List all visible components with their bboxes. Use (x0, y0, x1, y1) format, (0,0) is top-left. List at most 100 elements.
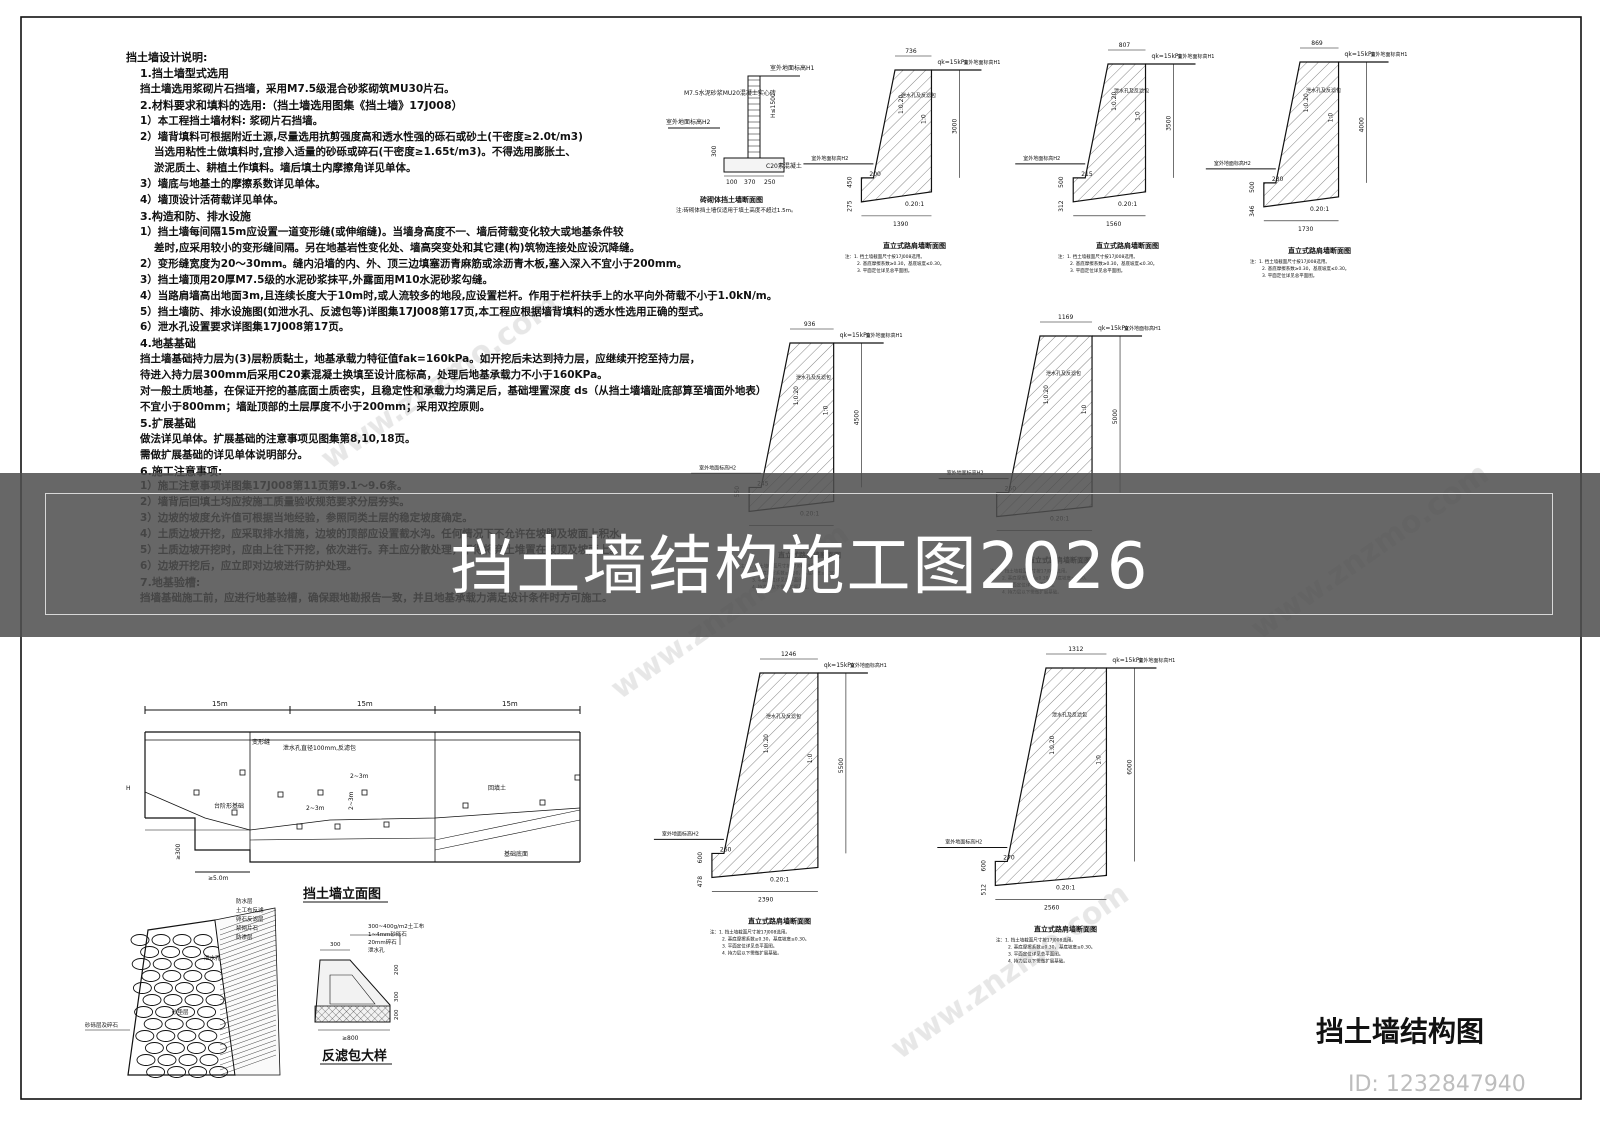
note-line: 1.挡土墙型式选用 (140, 66, 229, 80)
stone (140, 946, 160, 958)
stone-label-5: 防渗层 (236, 933, 253, 941)
section-inner: 1:0 (1135, 111, 1142, 121)
brick-note: 注:砖砌体挡土墙仅适用于填土高度不超过1.5m。 (676, 206, 796, 214)
stone (143, 1018, 163, 1030)
span-2: 15m (357, 700, 373, 708)
section-toe: 230 (1272, 176, 1284, 183)
section-top-width: 1169 (1058, 314, 1073, 321)
section-height: 3500 (1166, 115, 1173, 130)
filter-title: 反滤包大样 (322, 1048, 387, 1064)
stone (195, 982, 215, 994)
stone (141, 970, 161, 982)
section-height: 5500 (838, 758, 845, 773)
section-note-1: 注：1. 挡土墙截面尺寸按17J008选用。 (710, 928, 790, 935)
section-title: 直立式路肩墙断面图 (1288, 246, 1351, 255)
section-drain: 泄水孔及反滤包 (901, 92, 936, 99)
section-foot: 346 (1249, 205, 1256, 217)
stone-wall-detail: 防水层 土工布反滤 卵石反滤层 浆砌片石 防渗层 泄水孔 砂垫层 砂砾层及碎石 (85, 897, 281, 1078)
section-base-width: 1390 (893, 221, 908, 228)
brick-dim-2: 370 (744, 179, 756, 186)
section-slope: 1:0.20 (1111, 92, 1118, 111)
wall-sections: 736qk=15kPa室外地面标高H130001:0.201:0泄水孔及反滤包室… (653, 40, 1408, 964)
section-drain: 泄水孔及反滤包 (1114, 87, 1149, 94)
stone (132, 982, 152, 994)
section-foot: 312 (1058, 200, 1065, 212)
elev-spacing-2: 2~3m (306, 805, 325, 812)
wall-section: 1312qk=15kPa室外地面标高H160001:0.201:0泄水孔及反滤包… (937, 646, 1175, 964)
banner-frame (45, 493, 1553, 615)
section-note-3: 3. 平面定位详见总平面图。 (1262, 272, 1317, 279)
stone (173, 958, 193, 970)
stone (161, 946, 181, 958)
backfill-hatch (219, 1034, 277, 1056)
stone (197, 1006, 217, 1018)
stone (167, 1066, 187, 1078)
elev-step: 台阶形基础 (214, 802, 244, 810)
filter-dim-4: 200 (394, 1009, 400, 1020)
note-line: 对一般土质地基，在保证开挖的基底面土质密实，且稳定性和承载力均满足后，基础埋置深… (140, 385, 767, 398)
wall-body (860, 69, 933, 203)
stone (188, 1066, 208, 1078)
section-load: qk=15kPa (824, 662, 855, 669)
backfill-hatch (219, 1044, 277, 1066)
stone (199, 1054, 219, 1066)
section-drain: 泄水孔及反滤包 (796, 374, 831, 381)
backfill-hatch (219, 979, 277, 1001)
note-line: 5.扩展基础 (140, 416, 196, 430)
backfill-hatch (219, 1039, 277, 1061)
section-note-4: 4. 持力层以下需做扩展基础。 (1008, 957, 1068, 964)
brick-depth: 300 (711, 145, 718, 157)
section-bottom-elev: 室外地面标高H2 (699, 464, 736, 471)
note-line: 当选用粘性土做填料时,宜掺入适量的砂砾或碎石(干密度≥1.65t/m3)。不得选… (154, 146, 576, 159)
note-line: 不宜小于800mm；墙趾顶部的土层厚度不小于200mm；采用双控原则。 (140, 400, 491, 413)
section-height: 4500 (854, 410, 861, 425)
brick-base-label: C20素混凝土 (766, 162, 802, 170)
section-ratio: 0.20:1 (1056, 884, 1075, 891)
section-note-2: 2. 基底摩擦系数≥0.30，基底坡度≤0.30。 (857, 260, 944, 267)
section-base-width: 1560 (1106, 221, 1121, 228)
brick-ground-label: 室外地面标高H2 (666, 118, 711, 126)
section-load: qk=15kPa (1345, 51, 1376, 58)
elev-min-len: ≥5.0m (208, 875, 229, 882)
section-slope: 1:0.20 (1049, 735, 1056, 754)
brick-dim-1: 100 (726, 179, 738, 186)
span-1: 15m (212, 700, 228, 708)
backfill-hatch (219, 974, 277, 996)
section-load: qk=15kPa (840, 332, 871, 339)
filter-gravel2: 20mm碎石 (368, 938, 397, 946)
section-note-1: 注：1. 挡土墙截面尺寸按17J008选用。 (1058, 253, 1138, 260)
elev-spacing-3: 2~3m (348, 791, 355, 810)
section-top-elev: 室外地面标高H1 (1124, 325, 1161, 332)
stone (193, 934, 213, 946)
section-top-elev: 室外地面标高H1 (866, 332, 903, 339)
section-top-elev: 室外地面标高H1 (1178, 53, 1215, 60)
wall-elevation: 15m 15m 15m 变形缝 泄水孔直径100mm,反滤包 2~3m (126, 700, 581, 903)
elev-spacing-1: 2~3m (350, 773, 369, 780)
backfill-hatch (219, 1014, 277, 1036)
backfill-hatch (219, 989, 277, 1011)
note-line: 3.构造和防、排水设施 (140, 210, 251, 224)
note-line: 差时,应采用较小的变形缝间隔。另在地基岩性变化处、墙高突变处和其它建(构)筑物连… (154, 241, 641, 254)
note-line: 4.地基基础 (140, 337, 196, 351)
stone (209, 1066, 229, 1078)
section-base-width: 1730 (1298, 226, 1313, 233)
section-load: qk=15kPa (1152, 53, 1183, 60)
stone (162, 970, 182, 982)
section-depth: 500 (1058, 176, 1065, 188)
backfill-hatch (219, 934, 277, 956)
stone (157, 1054, 177, 1066)
section-bottom-elev: 室外地面标高H2 (1214, 160, 1251, 167)
section-note-3: 3. 平面定位详见总平面图。 (1070, 267, 1125, 274)
note-line: 4）墙顶设计活荷载详见单体。 (140, 194, 284, 207)
filter-gravel: 1~4mm砂砾石 (368, 930, 407, 938)
section-note-3: 3. 平面定位详见总平面图。 (857, 267, 912, 274)
filter-pipe: 泄水孔 (368, 946, 385, 954)
note-line: 2）变形缝宽度为20～30mm。缝内沿墙的内、外、顶三边填塞沥青麻筋或涂沥青木板… (140, 257, 688, 270)
backfill-hatch (219, 1009, 277, 1031)
section-note-2: 2. 基底摩擦系数≥0.30，基底坡度≤0.30。 (722, 935, 809, 942)
stone (163, 994, 183, 1006)
stone (155, 1006, 175, 1018)
section-inner: 1:0 (1081, 404, 1088, 414)
backfill-hatch (219, 919, 277, 941)
section-depth: 600 (980, 860, 987, 872)
